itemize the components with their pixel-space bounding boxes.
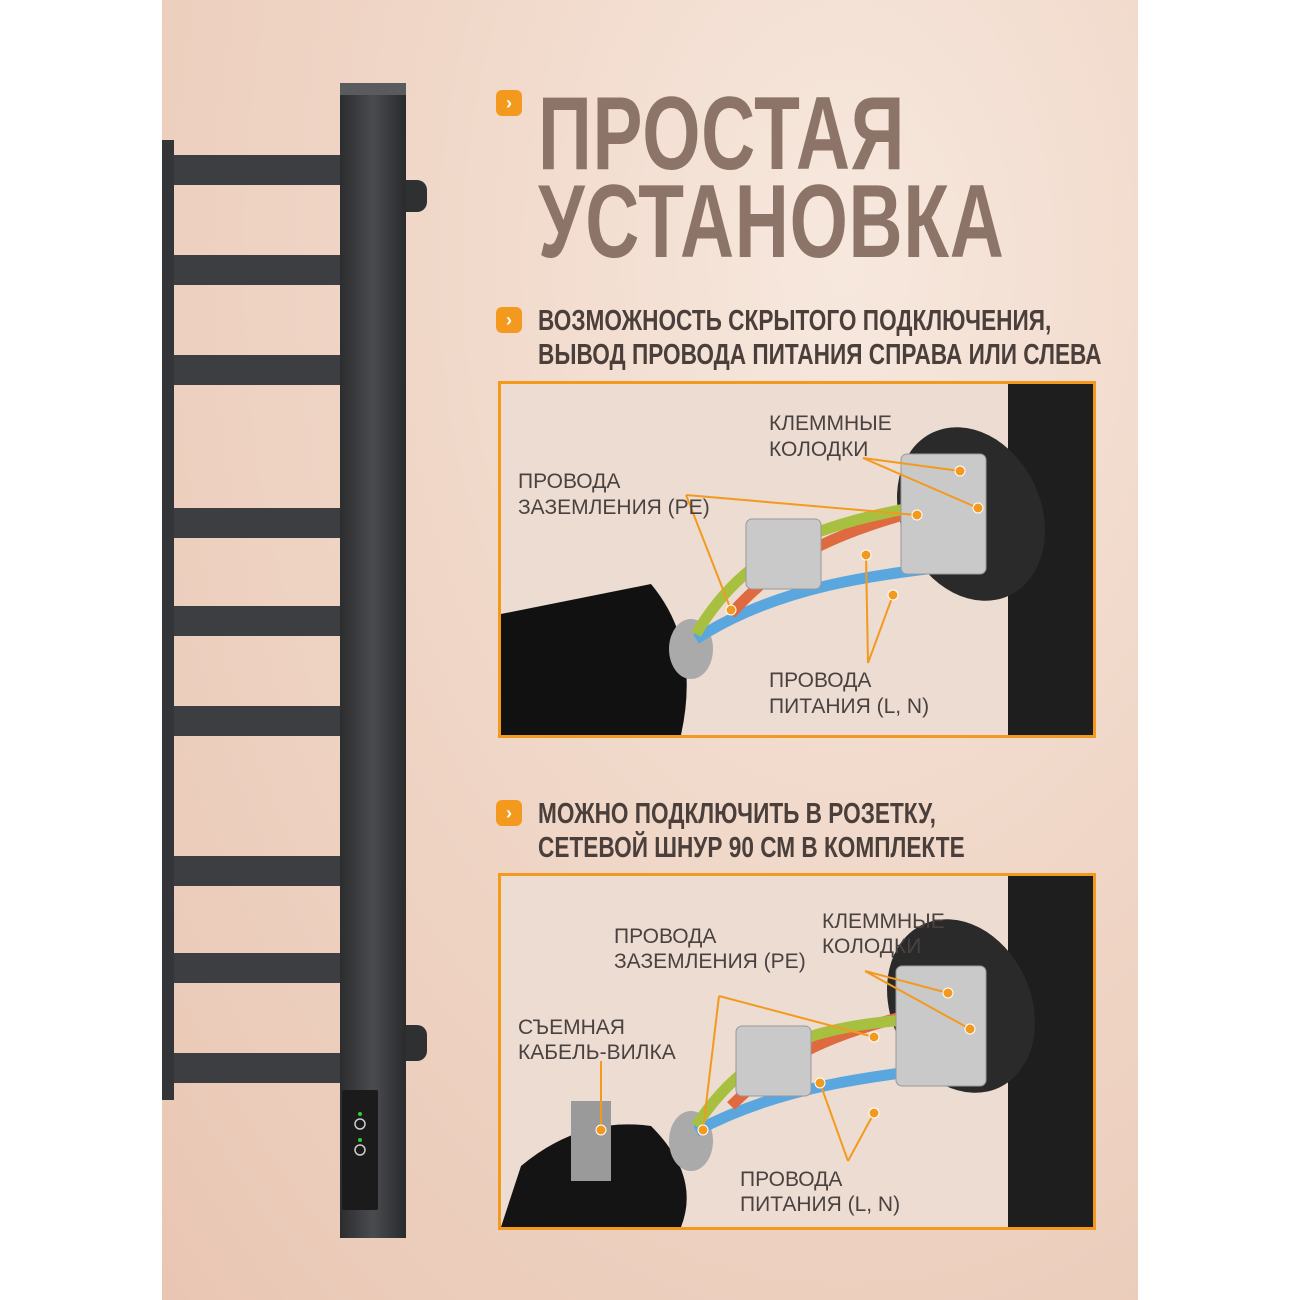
label-power-wires: ПИТАНИЯ (L, N): [769, 695, 929, 718]
section2-line1: МОЖНО ПОДКЛЮЧИТЬ В РОЗЕТКУ,: [538, 798, 936, 830]
section2-line2: СЕТЕВОЙ ШНУР 90 СМ В КОМПЛЕКТЕ: [538, 832, 965, 864]
section1-heading: ВОЗМОЖНОСТЬ СКРЫТОГО ПОДКЛЮЧЕНИЯ, ВЫВОД …: [538, 304, 1102, 372]
chevron-right-icon: ›: [496, 307, 522, 333]
label-power-wires: ПРОВОДА: [740, 1168, 842, 1191]
label-power-wires: ПРОВОДА: [769, 669, 871, 692]
label-removable-plug: СЪЕМНАЯ: [518, 1016, 625, 1039]
hidden-connection-diagram: КЛЕММНЫЕ КОЛОДКИ ПРОВОДА ЗАЗЕМЛЕНИЯ (PE)…: [498, 381, 1096, 738]
label-ground-wires: ЗАЗЕМЛЕНИЯ (PE): [518, 496, 710, 519]
control-panel: [342, 1090, 378, 1210]
chevron-right-icon: ›: [496, 90, 522, 116]
socket-connection-diagram: ПРОВОДА ЗАЗЕМЛЕНИЯ (PE) КЛЕММНЫЕ КОЛОДКИ…: [498, 873, 1096, 1230]
label-power-wires: ПИТАНИЯ (L, N): [740, 1193, 900, 1216]
label-terminals: КОЛОДКИ: [769, 438, 868, 461]
label-ground-wires: ПРОВОДА: [614, 925, 716, 948]
chevron-right-icon: ›: [496, 800, 522, 826]
label-removable-plug: КАБЕЛЬ-ВИЛКА: [518, 1041, 676, 1064]
section2-heading: МОЖНО ПОДКЛЮЧИТЬ В РОЗЕТКУ, СЕТЕВОЙ ШНУР…: [538, 797, 965, 865]
section1-line2: ВЫВОД ПРОВОДА ПИТАНИЯ СПРАВА ИЛИ СЛЕВА: [538, 339, 1102, 371]
section1-line1: ВОЗМОЖНОСТЬ СКРЫТОГО ПОДКЛЮЧЕНИЯ,: [538, 305, 1052, 337]
label-terminals: КЛЕММНЫЕ: [769, 412, 892, 435]
label-ground-wires: ПРОВОДА: [518, 470, 620, 493]
label-ground-wires: ЗАЗЕМЛЕНИЯ (PE): [614, 950, 806, 973]
label-terminals: КЛЕММНЫЕ: [822, 910, 945, 933]
page-title-line1: ПРОСТАЯ: [538, 76, 906, 192]
towel-rail-image: [162, 83, 427, 1238]
page-title-line2: УСТАНОВКА: [538, 164, 1005, 280]
label-terminals: КОЛОДКИ: [822, 935, 921, 958]
